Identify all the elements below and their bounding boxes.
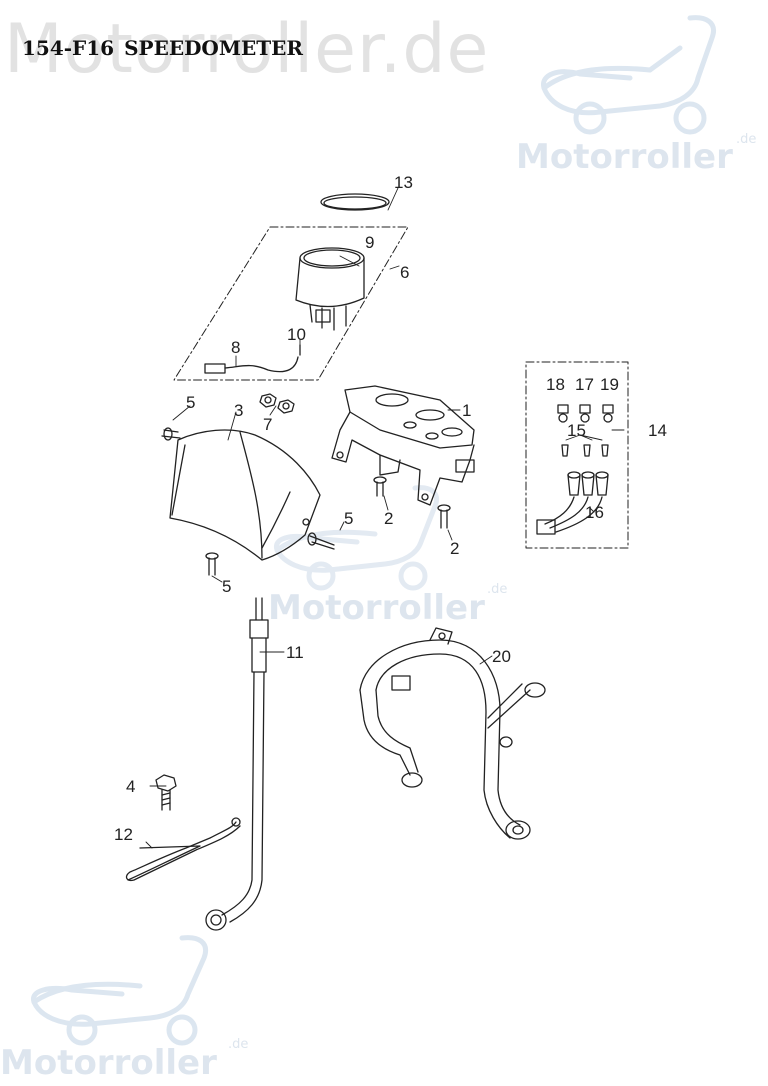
o-ring-part [320, 193, 390, 211]
speedometer-part [295, 247, 365, 331]
watermark-banner: Motorroller.de [4, 10, 490, 89]
callout-2a: 2 [384, 509, 393, 528]
watermark-brand: Motorroller [268, 588, 485, 628]
handlebar-bracket-part [359, 627, 546, 840]
scooter-outline-icon [274, 485, 439, 591]
callout-5b: 5 [344, 509, 353, 528]
callout-11: 11 [286, 643, 304, 662]
page-title: 154-F16 SPEEDOMETER [22, 36, 313, 60]
bolt-part [155, 774, 177, 811]
watermark-tld: .de [228, 1037, 249, 1052]
callout-5a: 5 [186, 393, 195, 412]
clamp-part [125, 817, 241, 882]
speedometer-cable-part [205, 597, 269, 931]
callout-1: 1 [462, 401, 471, 420]
watermark-brand: Motorroller [516, 137, 733, 177]
callout-13: 13 [394, 173, 413, 192]
scooter-outline-icon [541, 15, 716, 135]
callout-15: 15 [567, 421, 586, 440]
callout-6: 6 [400, 263, 409, 282]
assembly-frame-14 [525, 361, 629, 549]
callout-17: 17 [575, 375, 594, 394]
diagram-code: 154-F16 [22, 36, 115, 60]
watermark-tld: .de [736, 132, 757, 147]
wire-harness-part [204, 344, 301, 374]
callout-16: 16 [585, 503, 604, 522]
callout-14: 14 [648, 421, 667, 440]
callout-7: 7 [263, 415, 272, 434]
callout-20: 20 [492, 647, 511, 666]
leader-lines [145, 187, 625, 849]
meter-bracket-part [331, 385, 475, 506]
diagram-title: SPEEDOMETER [124, 36, 303, 60]
callout-2b: 2 [450, 539, 459, 558]
callout-18: 18 [546, 375, 565, 394]
bolt-part [373, 476, 451, 529]
callout-4: 4 [126, 777, 135, 796]
callout-10: 10 [287, 325, 306, 344]
scooter-outline-icon [31, 935, 208, 1046]
lamp-harness-part [536, 471, 609, 535]
callout-12: 12 [114, 825, 133, 844]
watermark-brand: Motorroller [0, 1043, 217, 1083]
callout-19: 19 [600, 375, 619, 394]
socket-part [561, 444, 609, 457]
bulb-part [557, 404, 614, 423]
meter-cover-part [169, 429, 321, 561]
callout-8: 8 [231, 338, 240, 357]
callout-9: 9 [365, 233, 374, 252]
nut-part [259, 393, 295, 414]
callout-3: 3 [234, 401, 243, 420]
assembly-frame-6 [173, 226, 409, 381]
watermark-tld: .de [487, 582, 508, 597]
callout-5c: 5 [222, 577, 231, 596]
screw-part [161, 427, 335, 576]
